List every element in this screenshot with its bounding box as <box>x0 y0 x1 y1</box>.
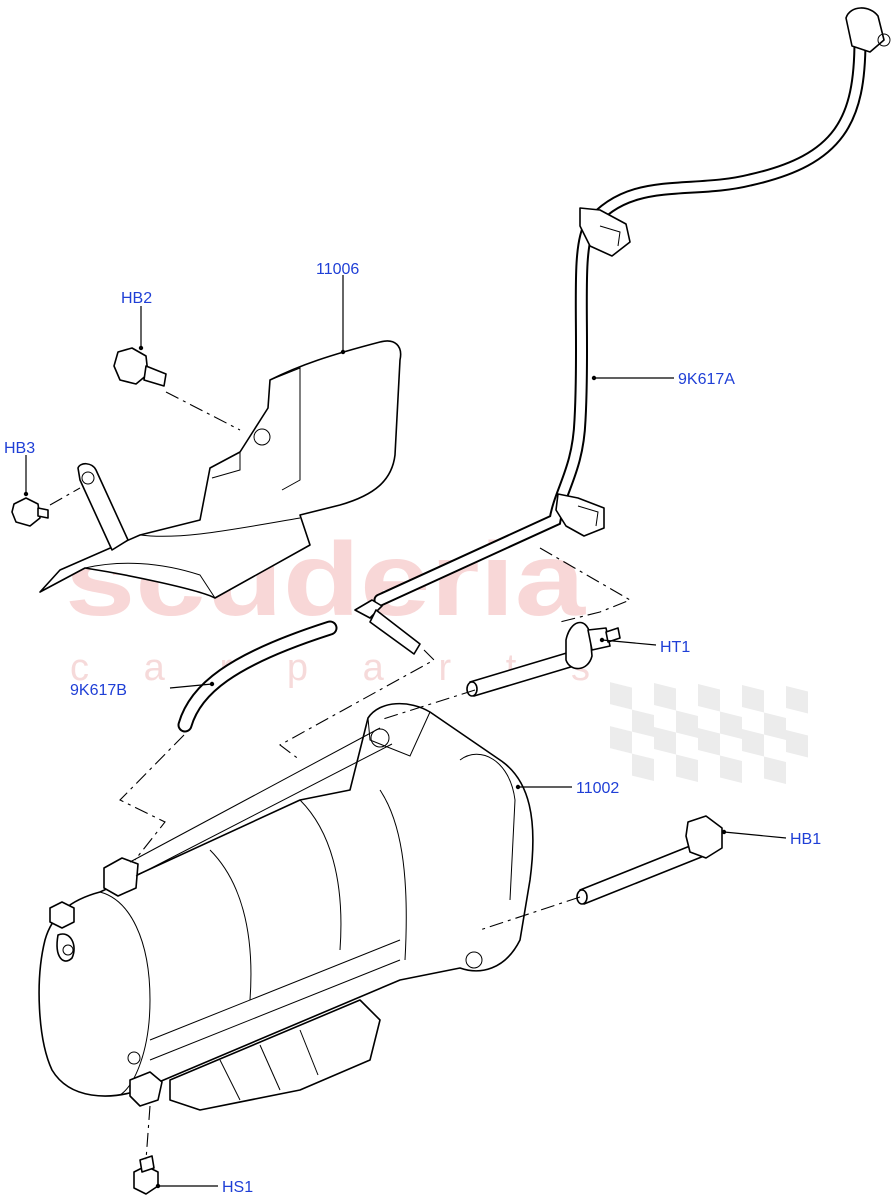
callout-hs1: HS1 <box>222 1179 253 1196</box>
bolt-hb2 <box>113 347 167 387</box>
bolt-hb3 <box>11 497 49 527</box>
callout-hb2: HB2 <box>121 290 152 307</box>
screw-hs1 <box>133 1155 159 1195</box>
hose-9k617a <box>373 7 891 607</box>
assembly-lines <box>49 391 632 1161</box>
stud-ht1 <box>466 621 621 697</box>
callout-9k617b: 9K617B <box>70 682 127 699</box>
heat-shield-11006 <box>39 340 402 599</box>
bolt-hb1 <box>576 815 723 905</box>
callout-hb3: HB3 <box>4 440 35 457</box>
callout-9k617a: 9K617A <box>678 371 735 388</box>
callout-hb1: HB1 <box>790 831 821 848</box>
starter-motor-11002 <box>38 702 534 1111</box>
callout-labels: 11006 HB2 HB3 9K617A HT1 9K617B 11002 HB… <box>4 261 821 1196</box>
leader-lines <box>23 275 787 1189</box>
hose-9k617b <box>177 599 421 733</box>
callout-11002: 11002 <box>576 780 619 797</box>
checkered-flag-logo <box>610 682 808 784</box>
callout-ht1: HT1 <box>660 639 690 656</box>
callout-11006: 11006 <box>316 261 359 278</box>
